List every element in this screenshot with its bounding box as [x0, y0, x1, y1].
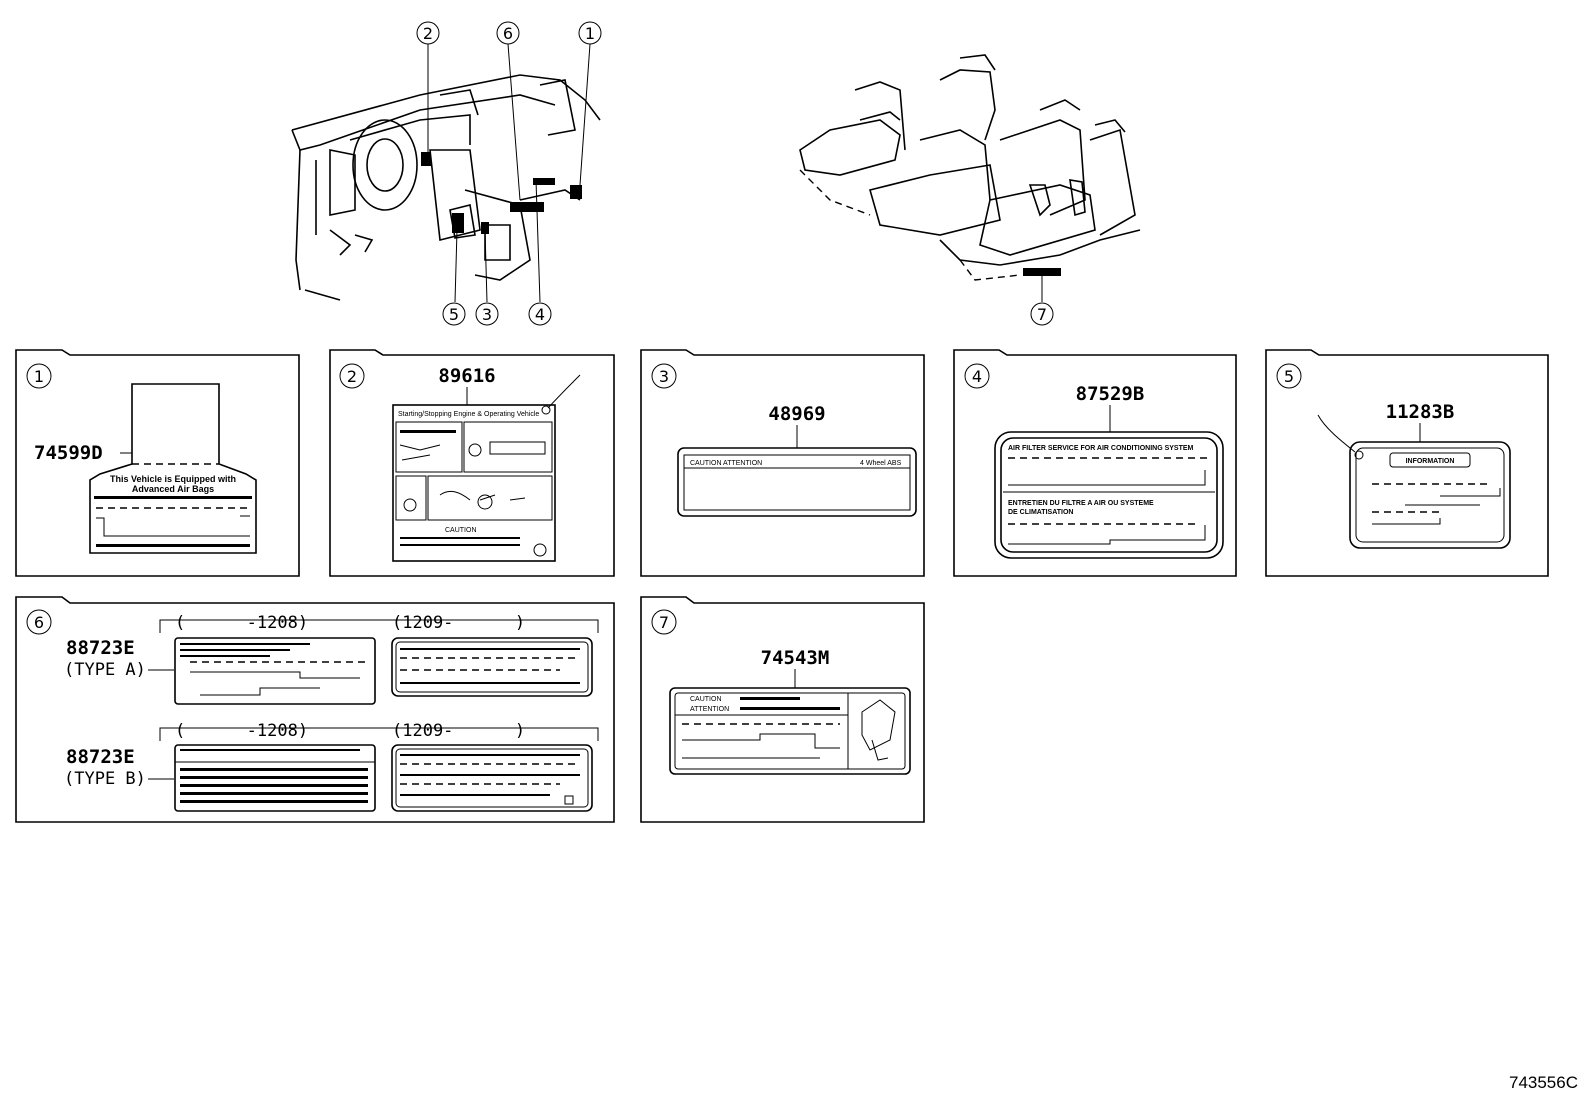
svg-text:CAUTION: CAUTION	[445, 527, 477, 534]
panel-2: 2 89616 Starting/Stopping Engine & Opera…	[329, 349, 615, 577]
part-number-87529B: 87529B	[1076, 383, 1145, 405]
panel-6: 6 88723E (TYPE A) ( -1208) (1209- ) 8872…	[15, 596, 615, 823]
svg-text:3: 3	[659, 367, 669, 386]
part-number-11283B: 11283B	[1386, 401, 1455, 423]
svg-text:6: 6	[34, 613, 44, 632]
svg-text:4 Wheel ABS: 4 Wheel ABS	[860, 460, 902, 467]
svg-text:2: 2	[347, 367, 357, 386]
seats-illustration	[799, 54, 1141, 302]
svg-text:6: 6	[503, 24, 513, 43]
svg-text:CAUTION ATTENTION: CAUTION ATTENTION	[690, 460, 762, 467]
callout-2: 2	[416, 21, 440, 45]
svg-text:(1209- ): (1209- )	[392, 721, 525, 741]
panel-1: 1 74599D This Vehicle is Equipped with A…	[15, 349, 300, 577]
dashboard-illustration	[291, 43, 601, 303]
svg-text:Starting/Stopping Engine & Ope: Starting/Stopping Engine & Operating Veh…	[398, 411, 539, 418]
svg-text:7: 7	[1037, 305, 1047, 324]
svg-text:( -1208): ( -1208)	[175, 613, 308, 633]
svg-text:(1209- ): (1209- )	[392, 613, 525, 633]
svg-text:ATTENTION: ATTENTION	[690, 706, 729, 713]
svg-text:5: 5	[1284, 367, 1294, 386]
svg-text:3: 3	[482, 305, 492, 324]
callout-1: 1	[578, 21, 602, 45]
svg-text:INFORMATION: INFORMATION	[1406, 458, 1455, 465]
callout-5: 5	[442, 302, 466, 326]
svg-text:AIR FILTER SERVICE FOR AIR CON: AIR FILTER SERVICE FOR AIR CONDITIONING …	[1008, 445, 1194, 452]
svg-text:( -1208): ( -1208)	[175, 721, 308, 741]
callout-3: 3	[475, 302, 499, 326]
svg-text:ENTRETIEN DU FILTRE A AIR OU S: ENTRETIEN DU FILTRE A AIR OU SYSTEME	[1008, 500, 1154, 507]
part-number-74543M: 74543M	[761, 647, 830, 669]
panel-5: 5 11283B INFORMATION	[1265, 349, 1549, 577]
svg-text:Advanced Air Bags: Advanced Air Bags	[132, 484, 214, 494]
svg-text:2: 2	[423, 24, 433, 43]
svg-text:CAUTION: CAUTION	[690, 696, 722, 703]
panel-7: 7 74543M CAUTION ATTENTION	[640, 596, 925, 823]
panel-4: 4 87529B AIR FILTER SERVICE FOR AIR COND…	[953, 349, 1237, 577]
svg-text:4: 4	[535, 305, 545, 324]
svg-text:7: 7	[659, 613, 669, 632]
callout-4: 4	[528, 302, 552, 326]
svg-text:(TYPE B): (TYPE B)	[64, 769, 146, 789]
svg-text:4: 4	[972, 367, 982, 386]
part-number-88723E-type-a: 88723E	[66, 637, 135, 659]
figure-id: 743556C	[1509, 1073, 1578, 1092]
svg-text:This Vehicle is Equipped with: This Vehicle is Equipped with	[110, 474, 236, 484]
part-number-88723E-type-b: 88723E	[66, 746, 135, 768]
callout-7: 7	[1030, 302, 1054, 326]
svg-text:1: 1	[34, 367, 44, 386]
part-number-48969: 48969	[768, 403, 825, 425]
callout-6: 6	[496, 21, 520, 45]
part-number-74599D: 74599D	[34, 442, 103, 464]
panel-3: 3 48969 CAUTION ATTENTION 4 Wheel ABS	[640, 349, 925, 577]
svg-text:(TYPE A): (TYPE A)	[64, 660, 146, 680]
part-number-89616: 89616	[438, 365, 495, 387]
svg-text:1: 1	[585, 24, 595, 43]
svg-text:5: 5	[449, 305, 459, 324]
svg-text:DE CLIMATISATION: DE CLIMATISATION	[1008, 509, 1073, 516]
